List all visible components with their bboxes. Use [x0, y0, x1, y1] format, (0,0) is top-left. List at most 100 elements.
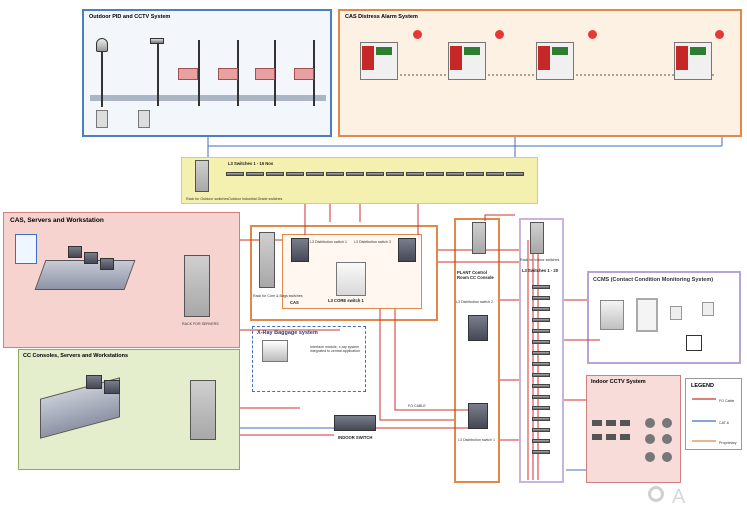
camera-box-icon: [150, 38, 164, 44]
switch-8: [366, 172, 384, 176]
cc-consoles-title: CC Consoles, Servers and Workstations: [23, 353, 129, 359]
core-switch: [336, 262, 366, 296]
plant-rack: [472, 222, 486, 254]
right-switch-5: [532, 329, 550, 333]
pole-1: [101, 52, 103, 107]
right-switch-15: [532, 439, 550, 443]
xray-title: X-Ray Baggage system: [257, 330, 318, 336]
outdoor-title: Outdoor PID and CCTV System: [89, 14, 171, 20]
l3-switches-top-label: L3 Switches 1 - 16 Nos: [228, 161, 274, 166]
alarm-red-4: [676, 46, 688, 70]
switch-7: [346, 172, 364, 176]
watermark-text: A: [672, 486, 686, 508]
dist1-label: L3 Distribution switch 1: [310, 240, 347, 244]
right-switch-12: [532, 406, 550, 410]
pole-3: [198, 40, 200, 106]
dome-camera-icon: [662, 418, 672, 428]
monitor-2: [84, 252, 98, 264]
alarm-red-3: [538, 46, 550, 70]
outdoor-industrial-label: Outdoor Industrial Grade switches: [228, 197, 283, 201]
dist-switch-3: [398, 238, 416, 262]
l3-switches-right-label: L3 Switches 1 - 20: [522, 268, 559, 273]
right-switch-14: [532, 428, 550, 432]
indoor-cctv-title: Indoor CCTV System: [591, 379, 646, 385]
alarm-green-4: [690, 47, 706, 55]
ccms-device-3: [670, 306, 682, 320]
rack-servers-label: RACK FOR SERVERS: [182, 322, 219, 326]
cas-servers-title: CAS, Servers and Workstation: [10, 217, 104, 224]
alarm-beacon-icon: [495, 30, 504, 39]
switch-1: [226, 172, 244, 176]
cctv-camera-icon: [620, 434, 630, 440]
dist-switch-2: [468, 315, 488, 341]
fo-cable-label: FO CABLE: [408, 404, 426, 408]
monitor-3: [100, 258, 114, 270]
right-switch-10: [532, 384, 550, 388]
bags-rack-label: Rack for Core & Bags switches: [253, 294, 303, 298]
switch-4: [286, 172, 304, 176]
dist-bottom-label: L3 Distribution switch 1: [458, 438, 495, 442]
switch-13: [466, 172, 484, 176]
pid-box-4: [294, 68, 314, 80]
dome-camera-icon: [662, 434, 672, 444]
cas-alarm-title: CAS Distress Alarm System: [345, 14, 418, 20]
cc-monitor-2: [104, 380, 120, 394]
switch-15: [506, 172, 524, 176]
legend-title: LEGEND: [691, 383, 714, 389]
cctv-camera-icon: [592, 434, 602, 440]
indoor-switch: [334, 415, 376, 431]
pid-box-2: [218, 68, 238, 80]
ccms-device-2: [636, 298, 658, 332]
outdoor-pid-cctv-panel: Outdoor PID and CCTV System: [82, 9, 332, 137]
dome-camera-icon: [645, 418, 655, 428]
alarm-red-2: [450, 46, 462, 70]
ccms-controller: [686, 335, 702, 351]
right-switch-2: [532, 296, 550, 300]
dome-camera-icon: [645, 434, 655, 444]
right-switch-4: [532, 318, 550, 322]
right-switch-13: [532, 417, 550, 421]
legend-fo-label: FO Cable: [719, 399, 735, 403]
legend-cat6-label: CAT-6: [719, 421, 729, 425]
server-cabinet: [15, 234, 37, 264]
core-label: L3 CORE switch 1: [328, 298, 364, 303]
monitor-1: [68, 246, 82, 258]
alarm-beacon-icon: [413, 30, 422, 39]
alarm-green-3: [552, 47, 568, 55]
right-switch-9: [532, 373, 550, 377]
workstation-desk: [34, 260, 136, 290]
switch-9: [386, 172, 404, 176]
alarm-beacon-icon: [588, 30, 597, 39]
right-switch-6: [532, 340, 550, 344]
alarm-red-1: [362, 46, 374, 70]
dist-switch-1: [291, 238, 309, 262]
xray-machine-icon: [262, 340, 288, 362]
rack-indoor-label: Rack for Indoor switches: [520, 258, 560, 262]
switch-5: [306, 172, 324, 176]
outdoor-cabinet-2: [138, 110, 150, 128]
switches-band: [181, 157, 538, 204]
xray-note: Interface module, x-ray system integrate…: [310, 345, 360, 353]
pid-box-1: [178, 68, 198, 80]
indoor-rack: [530, 222, 544, 254]
alarm-beacon-icon: [715, 30, 724, 39]
ptz-camera-icon: [96, 38, 108, 52]
right-switch-1: [532, 285, 550, 289]
dome-camera-icon: [662, 452, 672, 462]
switch-2: [246, 172, 264, 176]
legend-prop-label: Proprietary: [719, 441, 737, 445]
rack-outdoor-switches: [195, 160, 209, 192]
switch-14: [486, 172, 504, 176]
cc-monitor-1: [86, 375, 102, 389]
right-switch-column: [519, 218, 564, 483]
ccms-device-1: [600, 300, 624, 330]
alarm-green-1: [376, 47, 392, 55]
cctv-camera-icon: [592, 420, 602, 426]
switch-11: [426, 172, 444, 176]
indoor-switch-label: INDOOR SWITCH: [338, 435, 373, 440]
bags-rack: [259, 232, 275, 288]
right-switch-8: [532, 362, 550, 366]
switch-12: [446, 172, 464, 176]
right-switch-11: [532, 395, 550, 399]
dist2-label: L3 Distribution switch 2: [456, 300, 493, 304]
